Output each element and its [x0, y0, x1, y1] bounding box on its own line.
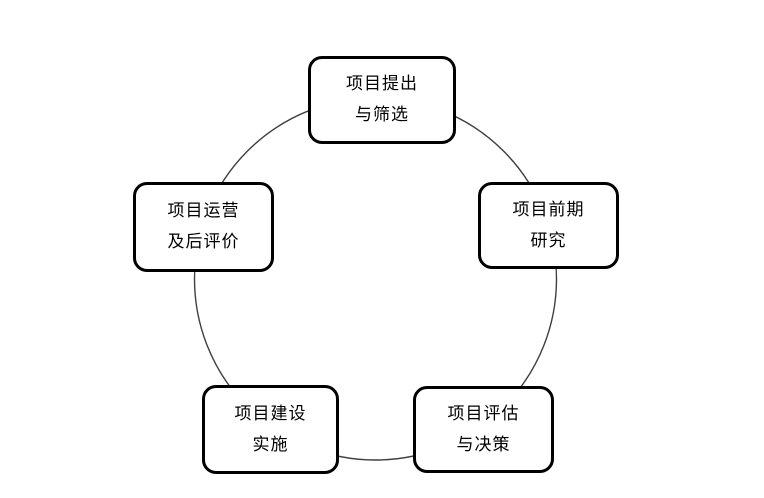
node-label-line1: 项目评估: [447, 403, 520, 424]
node-evaluation-decision: 项目评估 与决策: [413, 386, 554, 473]
node-label-line2: 与筛选: [355, 105, 409, 125]
node-label-line2: 及后评价: [167, 232, 240, 252]
node-label-line1: 项目前期: [512, 199, 585, 220]
node-construction-implementation: 项目建设 实施: [202, 385, 339, 474]
node-label-line2: 与决策: [456, 434, 511, 455]
node-label-line1: 项目运营: [167, 201, 240, 221]
node-label-line2: 研究: [530, 230, 567, 251]
node-label-line2: 实施: [252, 434, 289, 455]
node-project-proposal-screening: 项目提出 与筛选: [308, 56, 456, 144]
node-label-line1: 项目建设: [234, 403, 307, 424]
node-operation-post-evaluation: 项目运营 及后评价: [133, 182, 274, 272]
node-label-line1: 项目提出: [346, 74, 418, 94]
node-preliminary-research: 项目前期 研究: [478, 182, 619, 269]
